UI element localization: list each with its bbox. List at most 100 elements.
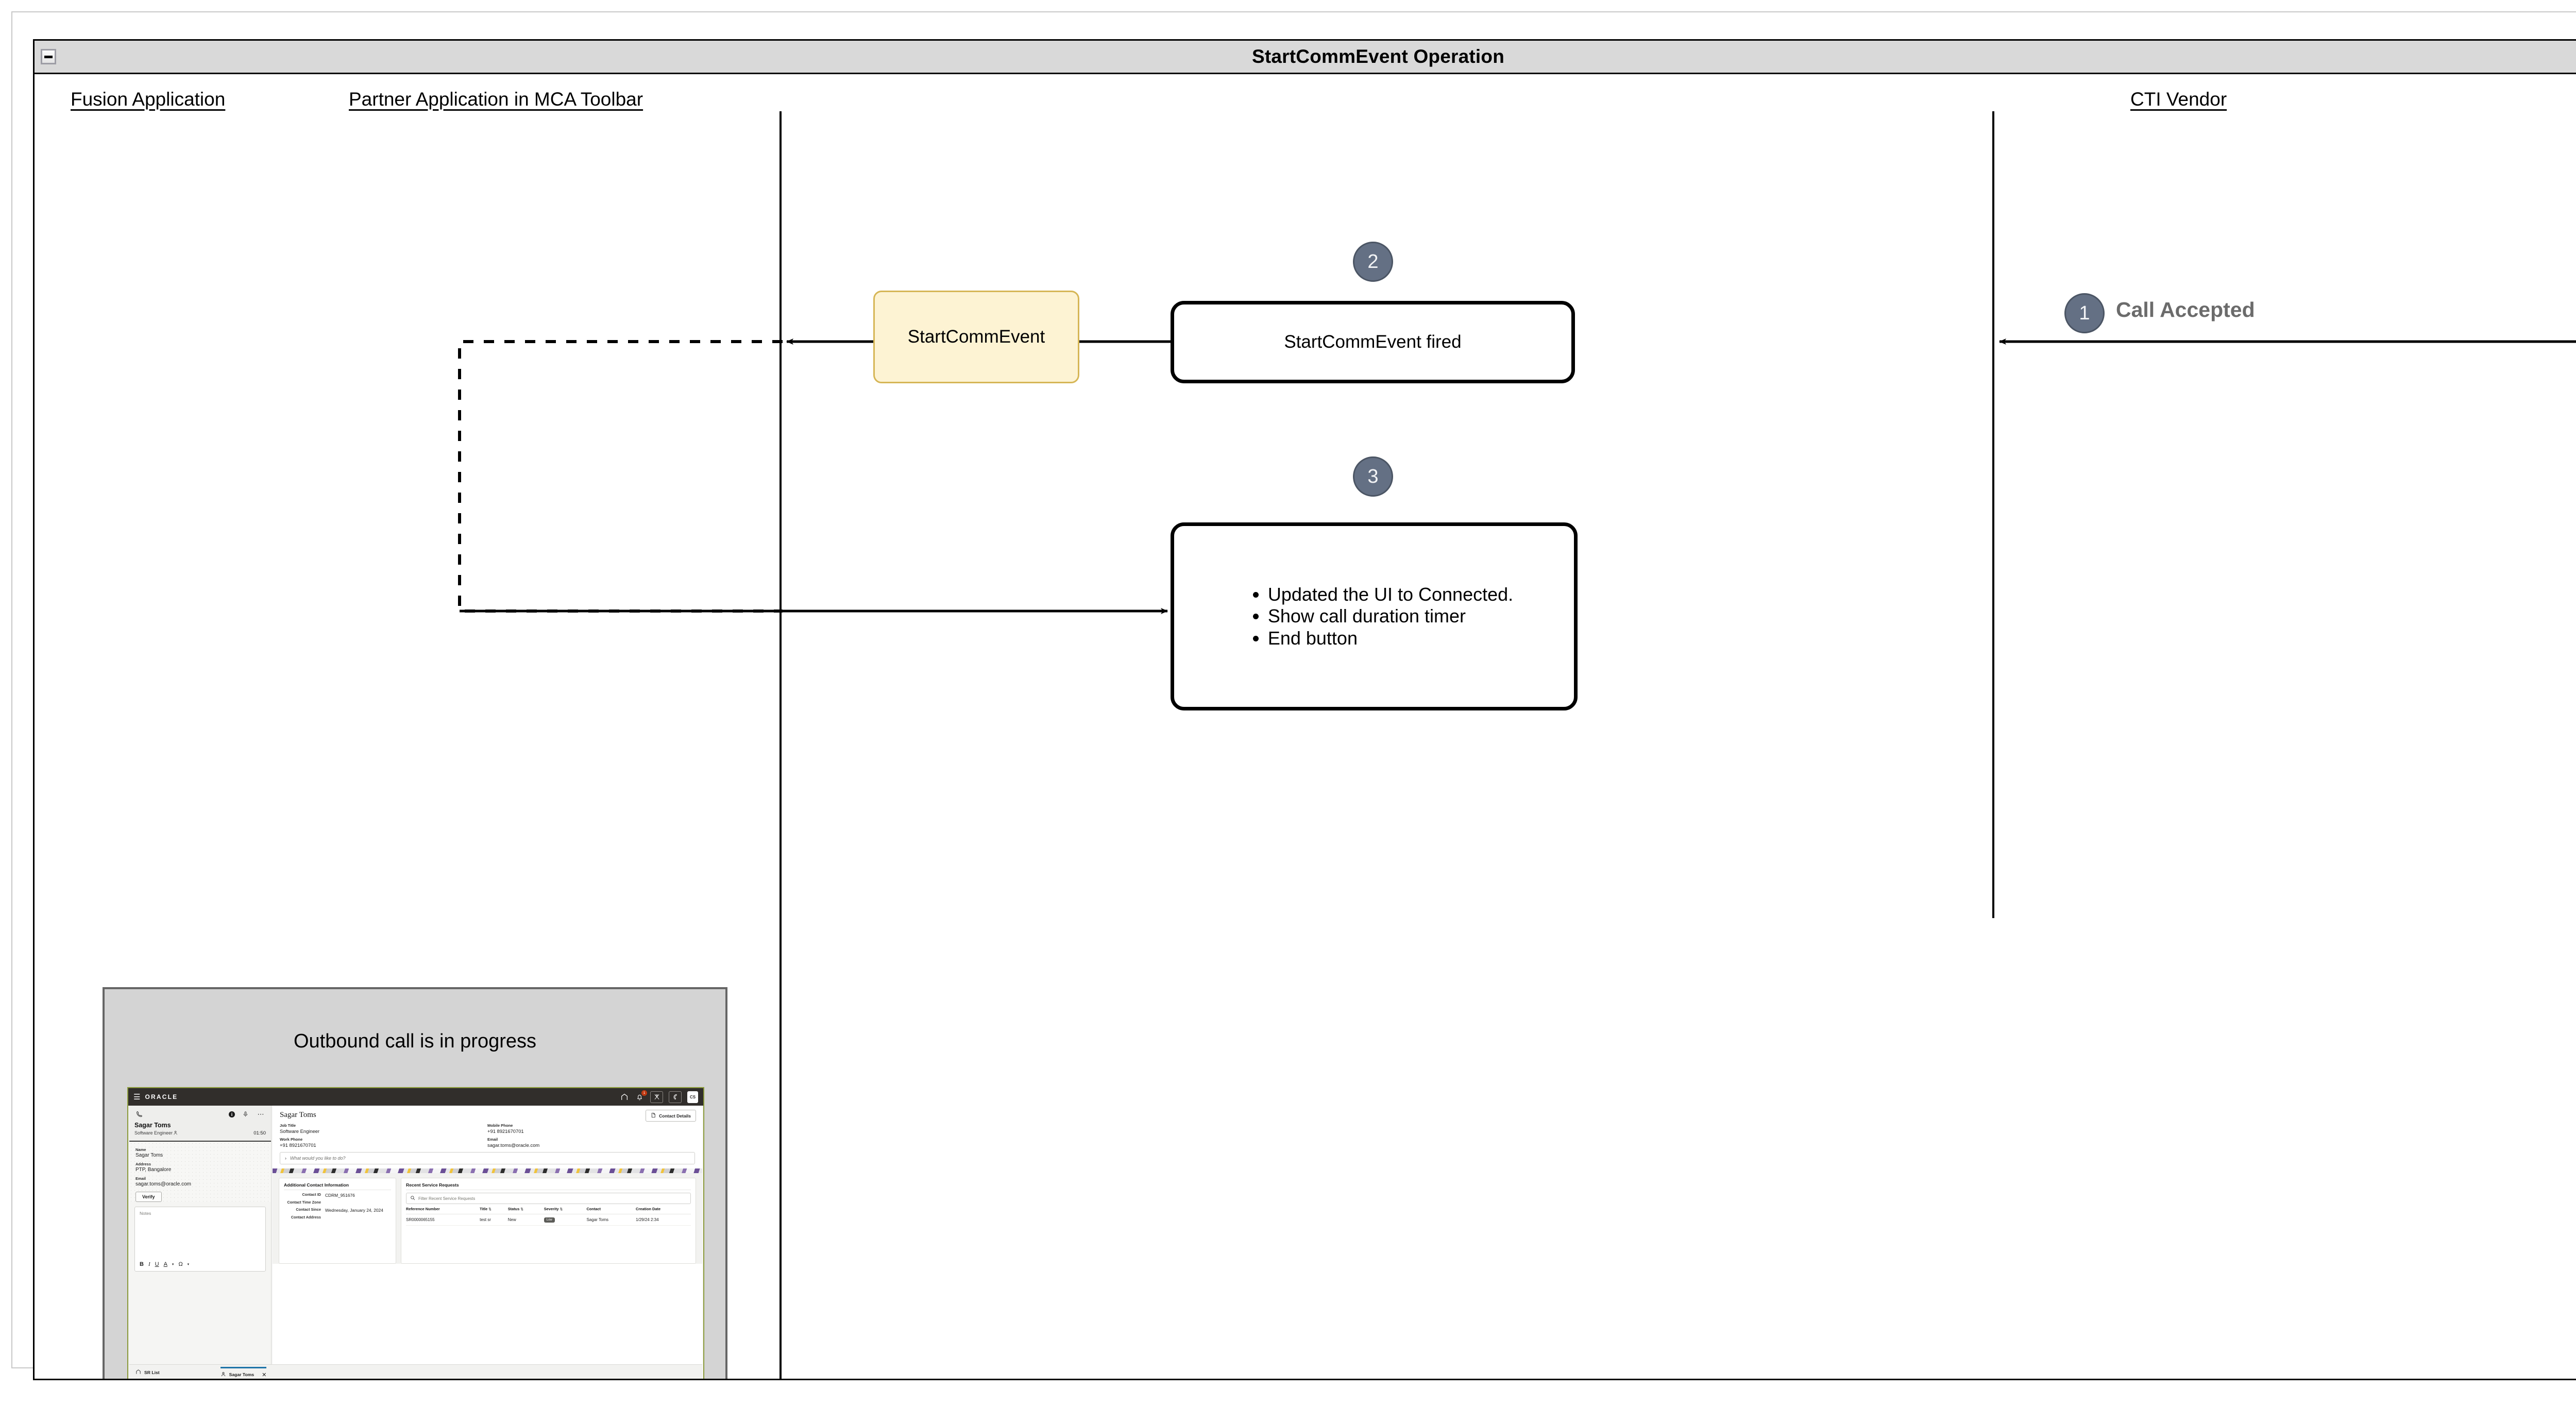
column-header[interactable]: Title ⇅ — [480, 1207, 508, 1214]
ask-assistant-input[interactable]: › What would you like to do? — [280, 1152, 695, 1164]
screenshot-caption: Outbound call is in progress — [293, 1030, 537, 1052]
list-item: Updated the UI to Connected. — [1268, 584, 1513, 605]
lane-title-fusion: Fusion Application — [71, 89, 226, 110]
column-header[interactable]: Severity ⇅ — [544, 1207, 587, 1214]
field-label: Name — [135, 1147, 146, 1152]
list-item: Show call duration timer — [1268, 605, 1513, 627]
service-requests-table: Reference Number Title ⇅ Status ⇅ Severi… — [406, 1207, 691, 1226]
detail-key: Contact Since — [296, 1207, 321, 1212]
notes-editor[interactable]: Notes B I U A ▾ Ω ▾ — [134, 1207, 266, 1272]
notes-placeholder: Notes — [140, 1211, 151, 1216]
home-icon — [135, 1369, 141, 1376]
toolbar-contact-fields: Name Sagar Toms Address PTP, Bangalore E… — [129, 1142, 271, 1202]
transfer-call-icon[interactable] — [650, 1091, 663, 1103]
field-value: PTP, Bangalore — [135, 1167, 172, 1173]
detail-row: Contact Address — [284, 1215, 391, 1220]
column-header[interactable]: Contact — [586, 1207, 636, 1214]
step-badge-3: 3 — [1353, 456, 1393, 497]
verify-button[interactable]: Verify — [135, 1192, 162, 1202]
detail-key: Contact Time Zone — [287, 1200, 321, 1205]
person-icon — [173, 1130, 179, 1136]
info-icon[interactable]: i — [229, 1111, 235, 1117]
contact-tab[interactable]: Sagar Toms ✕ — [220, 1366, 267, 1378]
sort-icon[interactable]: ⇅ — [560, 1208, 563, 1211]
field-label: Address — [135, 1162, 151, 1166]
field-label: Work Phone — [280, 1137, 303, 1142]
search-input[interactable]: Filter Recent Service Requests — [406, 1193, 691, 1204]
sr-list-tab[interactable]: SR List — [135, 1369, 160, 1376]
toolbar-contact-name: Sagar Toms — [134, 1122, 171, 1129]
detail-value: Wednesday, January 24, 2024 — [325, 1207, 383, 1213]
lifeline-cti — [1992, 111, 1994, 918]
close-icon[interactable]: ✕ — [262, 1371, 267, 1378]
detail-row: Contact Since Wednesday, January 24, 202… — [284, 1207, 391, 1213]
step-badge-2: 2 — [1353, 242, 1393, 282]
app-bottom-bar: SR List Sagar Toms ✕ — [129, 1364, 702, 1379]
field-value: sagar.toms@oracle.com — [135, 1181, 191, 1187]
contact-tab-label: Sagar Toms — [229, 1372, 255, 1377]
embedded-app: ☰ ORACLE 1 — [127, 1087, 704, 1379]
field-label: Email — [487, 1137, 498, 1142]
person-icon — [221, 1371, 226, 1378]
mca-toolbar-panel: i ⋯ Sagar Toms Software Engineer — [129, 1106, 272, 1364]
process-box-ui-actions: Updated the UI to Connected. Show call d… — [1171, 522, 1578, 710]
diagram-frame: StartCommEvent Operation Fusion Applicat… — [11, 11, 2576, 1380]
table-header-row: Reference Number Title ⇅ Status ⇅ Severi… — [406, 1207, 691, 1214]
search-placeholder: Filter Recent Service Requests — [418, 1196, 476, 1201]
microphone-icon[interactable] — [241, 1109, 250, 1119]
table-row[interactable]: SR0000065155 test sr New Low Sagar Toms … — [406, 1214, 691, 1226]
screenshot-panel: Outbound call is in progress ☰ ORACLE 1 — [103, 987, 727, 1379]
minimize-icon[interactable] — [41, 49, 56, 64]
sort-icon[interactable]: ⇅ — [488, 1208, 492, 1211]
app-main-content: Contact Details Sagar Toms Job Title Sof… — [273, 1106, 702, 1364]
italic-icon[interactable]: I — [148, 1261, 150, 1267]
sort-icon[interactable]: ⇅ — [520, 1208, 523, 1211]
home-icon[interactable] — [619, 1092, 629, 1102]
phone-dial-icon[interactable] — [669, 1091, 682, 1103]
field-label: Job Title — [280, 1123, 296, 1128]
search-icon — [410, 1195, 415, 1201]
toolbar-contact-role: Software Engineer — [134, 1130, 173, 1136]
chevron-down-icon[interactable]: ▾ — [187, 1263, 190, 1266]
additional-contact-card: Additional Contact Information Contact I… — [279, 1178, 396, 1264]
sr-list-label: SR List — [144, 1369, 160, 1375]
page-title: StartCommEvent Operation — [1252, 46, 1504, 67]
symbol-icon[interactable]: Ω — [178, 1261, 183, 1267]
step-badge-1: 1 — [2064, 293, 2105, 333]
detail-row: Contact ID CDRM_951676 — [284, 1192, 391, 1198]
message-label-call-accepted: Call Accepted — [2116, 298, 2255, 321]
contact-details-label: Contact Details — [659, 1113, 691, 1119]
phone-handset-icon — [134, 1109, 144, 1119]
lane-title-partner: Partner Application in MCA Toolbar — [349, 89, 643, 110]
field-label: Email — [135, 1176, 146, 1181]
hamburger-icon[interactable]: ☰ — [133, 1093, 141, 1102]
contact-details-button[interactable]: Contact Details — [646, 1110, 696, 1122]
sr-created: 1/29/24 2:34 — [636, 1214, 691, 1226]
call-duration-timer: 01:50 — [253, 1130, 266, 1136]
bell-icon[interactable]: 1 — [635, 1090, 647, 1102]
chevron-down-icon[interactable]: ▾ — [172, 1263, 174, 1266]
field-label: Mobile Phone — [487, 1123, 513, 1128]
diagram-canvas: Fusion Application Partner Application i… — [33, 74, 2576, 1380]
column-header[interactable]: Status ⇅ — [507, 1207, 544, 1214]
action-list: Updated the UI to Connected. Show call d… — [1235, 584, 1513, 649]
oracle-logo: ORACLE — [145, 1093, 178, 1100]
bold-icon[interactable]: B — [140, 1261, 144, 1267]
service-requests-card: Recent Service Requests Filter Recent Se… — [401, 1178, 696, 1264]
ask-placeholder: What would you like to do? — [290, 1156, 346, 1161]
toolbar-header: i ⋯ Sagar Toms Software Engineer — [129, 1106, 271, 1142]
text-color-icon[interactable]: A — [163, 1261, 167, 1267]
field-value: +91 8921670701 — [487, 1128, 524, 1134]
column-header[interactable]: Reference Number — [406, 1207, 480, 1214]
column-header[interactable]: Creation Date — [636, 1207, 691, 1214]
sr-reference-link[interactable]: SR0000065155 — [406, 1214, 480, 1226]
more-options-icon[interactable]: ⋯ — [257, 1110, 265, 1118]
sr-severity: Low — [544, 1214, 587, 1226]
decorative-banner — [273, 1168, 702, 1173]
note-label: StartCommEvent — [907, 327, 1045, 347]
avatar[interactable]: CS — [687, 1091, 698, 1103]
list-item: End button — [1268, 628, 1513, 649]
process-box-startcommevent-fired: StartCommEvent fired — [1171, 301, 1575, 383]
underline-icon[interactable]: U — [155, 1261, 159, 1267]
note-startcommevent: StartCommEvent — [873, 291, 1079, 383]
